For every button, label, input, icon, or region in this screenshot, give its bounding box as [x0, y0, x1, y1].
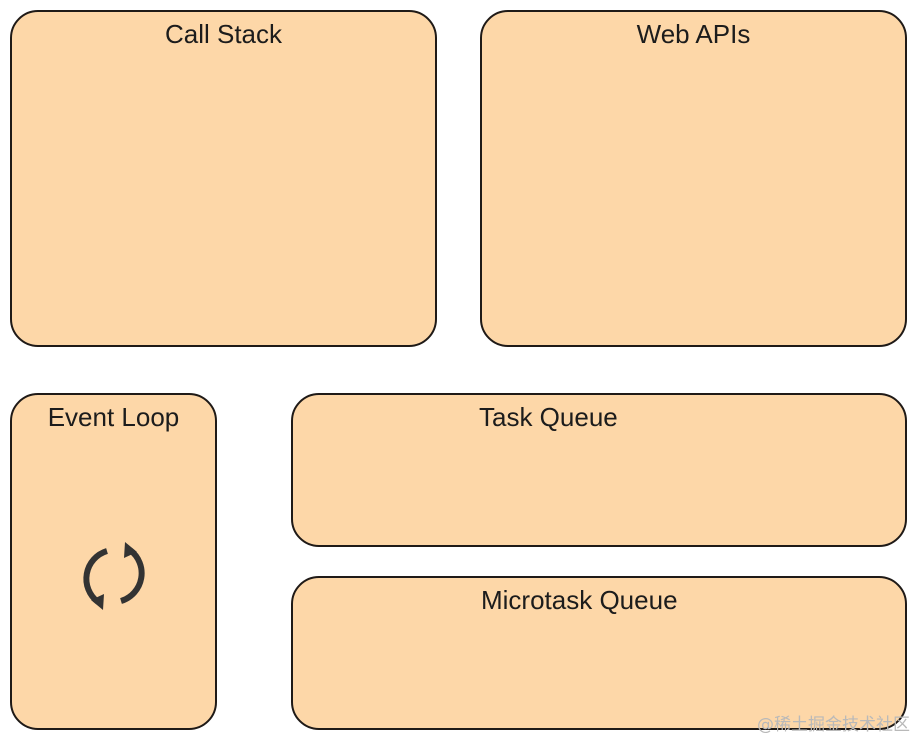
- event-loop-title: Event Loop: [47, 402, 180, 432]
- call-stack-panel: Call Stack: [10, 10, 437, 347]
- event-loop-panel: Event Loop: [10, 393, 217, 730]
- watermark: @稀土掘金技术社区: [757, 715, 910, 735]
- microtask-queue-panel: Microtask Queue: [291, 576, 907, 730]
- task-queue-panel: Task Queue: [291, 393, 907, 547]
- web-apis-title: Web APIs: [636, 19, 751, 49]
- refresh-cycle-icon: [83, 542, 145, 610]
- web-apis-panel: Web APIs: [480, 10, 907, 347]
- task-queue-title: Task Queue: [479, 402, 618, 432]
- microtask-queue-title: Microtask Queue: [481, 585, 678, 615]
- call-stack-title: Call Stack: [164, 19, 283, 49]
